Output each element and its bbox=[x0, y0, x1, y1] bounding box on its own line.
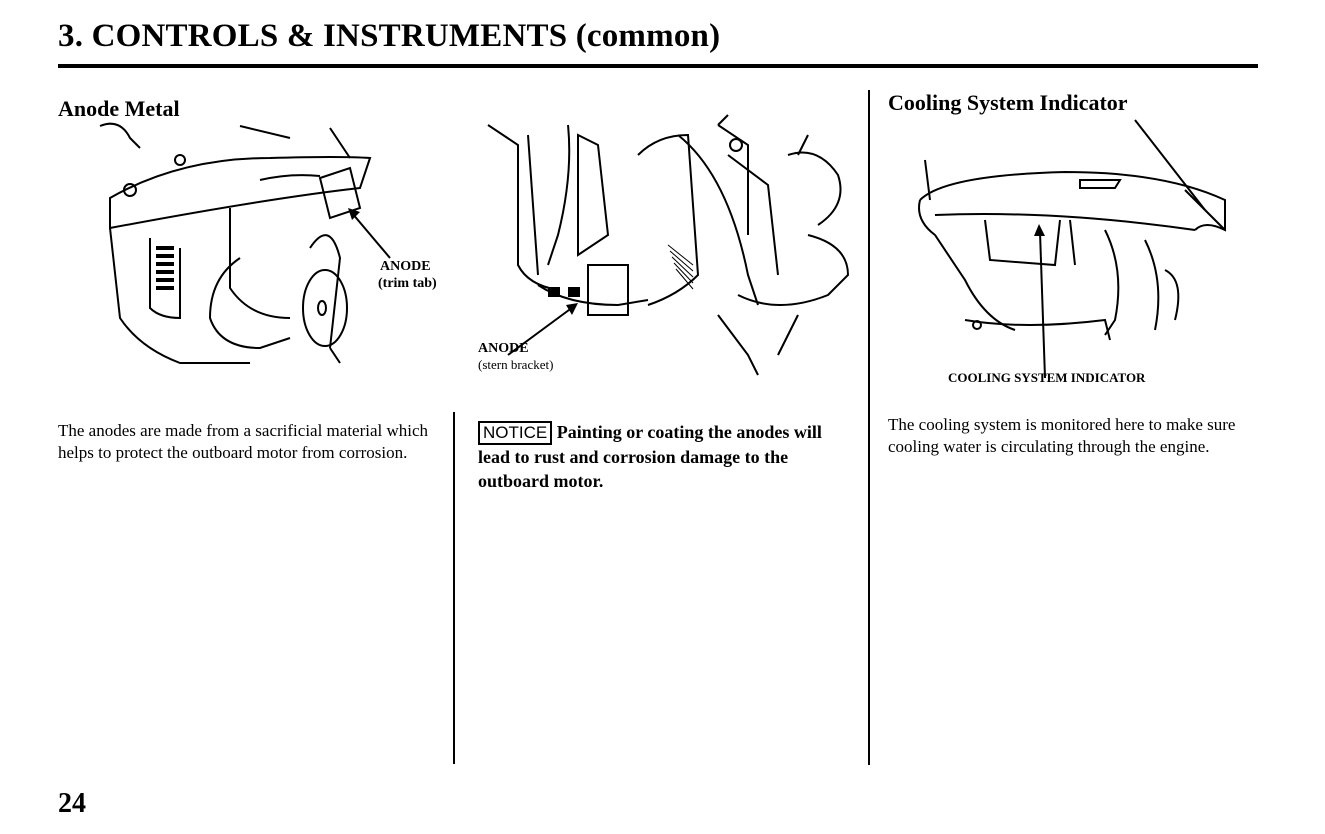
title-rule bbox=[58, 64, 1258, 68]
notice-text: Painting or coating the anodes will lead… bbox=[478, 422, 822, 491]
stern-bracket-anode-illustration bbox=[487, 114, 850, 376]
cooling-system-indicator-label: COOLING SYSTEM INDICATOR bbox=[948, 370, 1146, 385]
trim-tab-anode-label-line1: ANODE bbox=[380, 259, 431, 274]
page-title: 3. CONTROLS & INSTRUMENTS (common) bbox=[58, 18, 721, 54]
stern-bracket-anode-label-line2: (stern bracket) bbox=[478, 357, 554, 372]
notice-tag: NOTICE bbox=[478, 421, 553, 445]
column-divider-right bbox=[868, 90, 870, 765]
anode-metal-heading: Anode Metal bbox=[58, 96, 180, 121]
column-divider-middle bbox=[453, 412, 455, 764]
anode-description: The anodes are made from a sacrificial m… bbox=[58, 421, 429, 462]
cooling-system-description: The cooling system is monitored here to … bbox=[888, 415, 1236, 456]
cooling-system-indicator-illustration bbox=[918, 119, 1226, 379]
stern-bracket-anode-label-line1: ANODE bbox=[478, 341, 529, 356]
notice-block: NOTICE Painting or coating the anodes wi… bbox=[478, 420, 833, 493]
cooling-system-indicator-heading: Cooling System Indicator bbox=[888, 90, 1128, 115]
page-number: 24 bbox=[58, 788, 86, 819]
trim-tab-anode-label-line2: (trim tab) bbox=[378, 276, 437, 291]
trim-tab-anode-illustration bbox=[99, 122, 391, 364]
